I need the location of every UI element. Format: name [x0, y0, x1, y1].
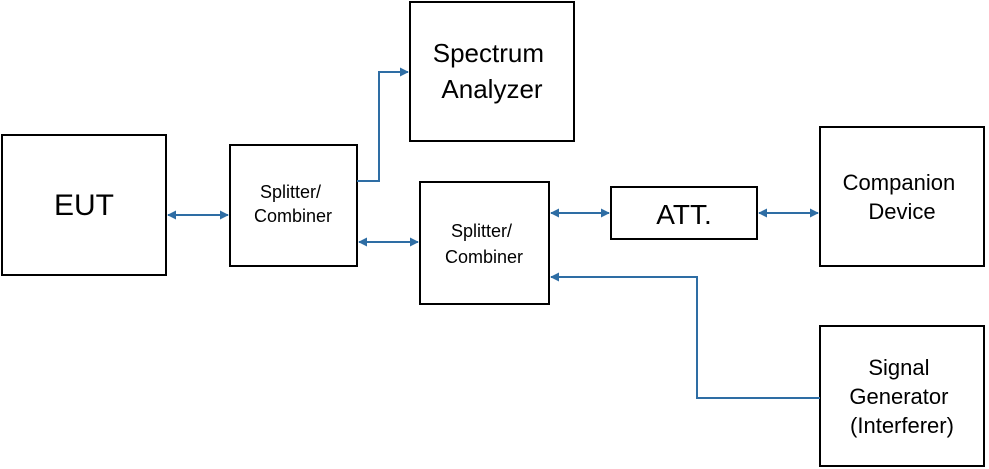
spectrum-analyzer-label: Spectrum Analyzer — [433, 38, 552, 104]
signal-generator-label: Signal Generator (Interferer) — [849, 355, 954, 438]
signal-generator-block: Signal Generator (Interferer) — [819, 325, 985, 467]
companion-device-block: Companion Device — [819, 126, 985, 267]
splitter-1-to-spectrum-analyzer-connector — [357, 67, 409, 182]
splitter-combiner-1-label: Splitter/ Combiner — [254, 182, 332, 226]
attenuator-label: ATT. — [656, 199, 711, 230]
eut-block: EUT — [1, 134, 167, 276]
splitter-combiner-2-label: Splitter/ Combiner — [445, 221, 523, 267]
companion-device-label: Companion Device — [843, 170, 962, 224]
eut-label: EUT — [54, 189, 114, 222]
splitter-combiner-1-block: Splitter/ Combiner — [229, 144, 358, 267]
attenuator-block: ATT. — [610, 186, 758, 240]
spectrum-analyzer-block: Spectrum Analyzer — [409, 1, 575, 142]
signal-generator-to-splitter-2-connector — [550, 272, 820, 399]
splitter-combiner-2-block: Splitter/ Combiner — [419, 181, 550, 305]
